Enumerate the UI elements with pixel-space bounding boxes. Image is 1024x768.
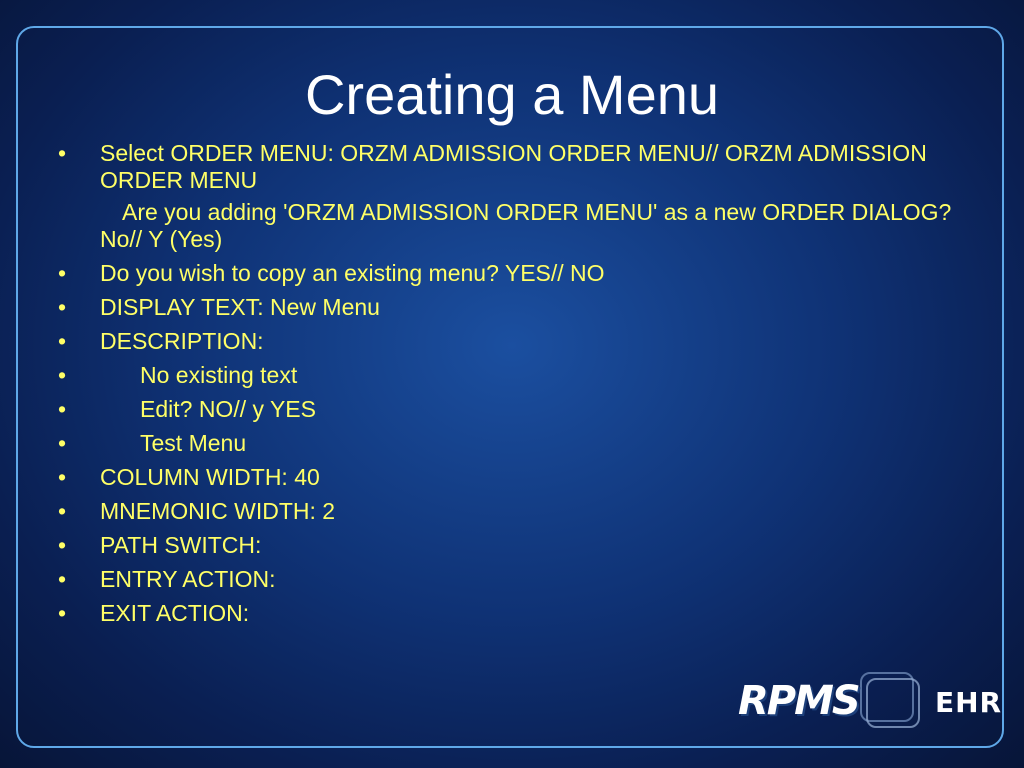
rpms-ehr-logo: RPMS EHR <box>738 670 1003 730</box>
bullet-item: • Do you wish to copy an existing menu? … <box>58 260 978 287</box>
bullet-dot: • <box>58 532 67 558</box>
bullet-dot: • <box>58 294 67 320</box>
bullet-item: • MNEMONIC WIDTH: 2 <box>58 498 978 525</box>
bullet-text: Edit? NO// y YES <box>140 396 316 422</box>
bullet-dot: • <box>58 464 67 490</box>
bullet-dot: • <box>58 140 67 166</box>
bullet-dot: • <box>58 600 67 626</box>
bullet-item: • Select ORDER MENU: ORZM ADMISSION ORDE… <box>58 140 978 194</box>
bullet-item: • DISPLAY TEXT: New Menu <box>58 294 978 321</box>
bullet-item: • COLUMN WIDTH: 40 <box>58 464 978 491</box>
bullet-text: No existing text <box>140 362 298 388</box>
continuation-text: Are you adding 'ORZM ADMISSION ORDER MEN… <box>100 199 952 252</box>
bullet-text: PATH SWITCH: <box>100 532 262 558</box>
bullet-text: DISPLAY TEXT: New Menu <box>100 294 380 320</box>
bullet-text: Test Menu <box>140 430 247 456</box>
slide-frame <box>16 26 1004 748</box>
bullet-dot: • <box>58 430 67 456</box>
logo-frame-shape <box>866 678 920 728</box>
bullet-text: MNEMONIC WIDTH: 2 <box>100 498 336 524</box>
bullet-item: • DESCRIPTION: <box>58 328 978 355</box>
bullet-item: • ENTRY ACTION: <box>58 566 978 593</box>
bullet-dot: • <box>58 260 67 286</box>
bullet-text: Select ORDER MENU: ORZM ADMISSION ORDER … <box>100 140 927 193</box>
bullet-list: • Select ORDER MENU: ORZM ADMISSION ORDE… <box>58 140 978 634</box>
bullet-dot: • <box>58 396 67 422</box>
slide-title: Creating a Menu <box>304 63 719 126</box>
bullet-item: • Edit? NO// y YES <box>58 396 978 423</box>
bullet-text: DESCRIPTION: <box>100 328 264 354</box>
logo-frame-shape <box>860 672 914 722</box>
bullet-item: • No existing text <box>58 362 978 389</box>
bullet-dot: • <box>58 328 67 354</box>
bullet-text: EXIT ACTION: <box>100 600 250 626</box>
bullet-item: • Test Menu <box>58 430 978 457</box>
logo-rpms-text: RPMS <box>738 678 861 724</box>
bullet-text: Do you wish to copy an existing menu? YE… <box>100 260 605 286</box>
bullet-text: ENTRY ACTION: <box>100 566 276 592</box>
bullet-dot: • <box>58 498 67 524</box>
bullet-dot: • <box>58 362 67 388</box>
bullet-dot: • <box>58 566 67 592</box>
bullet-item: • EXIT ACTION: <box>58 600 978 627</box>
bullet-text: COLUMN WIDTH: 40 <box>100 464 320 490</box>
continuation-paragraph: Are you adding 'ORZM ADMISSION ORDER MEN… <box>58 199 978 253</box>
logo-ehr-text: EHR <box>935 686 1003 719</box>
bullet-item: • PATH SWITCH: <box>58 532 978 559</box>
